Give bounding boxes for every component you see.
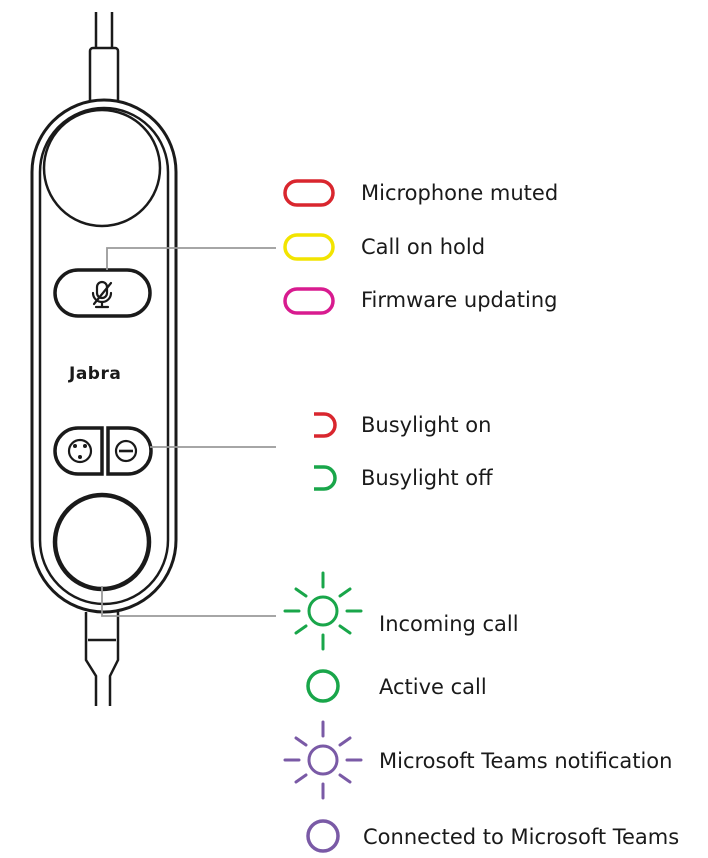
call-button[interactable]: [52, 492, 152, 592]
legend-label-connected-to-teams: Connected to Microsoft Teams: [363, 825, 680, 849]
mic-muted-icon: [91, 280, 113, 309]
volume-wheel[interactable]: [42, 108, 162, 228]
half-oval-light-icon: [314, 412, 337, 438]
flashing-ring-light-icon: [283, 571, 363, 651]
legend-label-call-on-hold: Call on hold: [361, 235, 486, 259]
legend-label-teams-notification: Microsoft Teams notification: [379, 749, 673, 773]
controller-body: [30, 98, 178, 614]
legend-label-microphone-muted: Microphone muted: [361, 181, 559, 205]
ring-light-icon: [306, 819, 340, 853]
flashing-ring-light-icon: [283, 720, 363, 800]
oval-light-icon: [283, 179, 335, 207]
mute-button[interactable]: [53, 268, 152, 318]
legend-label-busylight-off: Busylight off: [361, 466, 493, 490]
teams-icon: [67, 438, 93, 464]
oval-light-icon: [283, 233, 335, 261]
ring-light-icon: [306, 669, 340, 703]
half-oval-light-icon: [314, 465, 337, 491]
legend-label-busylight-on: Busylight on: [361, 413, 492, 437]
bottom-cable: [84, 612, 120, 706]
top-cable: [88, 12, 120, 106]
leader-lines: [101, 247, 276, 617]
do-not-disturb-icon: [114, 439, 138, 463]
busylight-button[interactable]: [106, 426, 153, 476]
oval-light-icon: [283, 287, 335, 315]
teams-button[interactable]: [53, 426, 104, 476]
legend-label-incoming-call: Incoming call: [379, 612, 519, 636]
legend-label-active-call: Active call: [379, 675, 487, 699]
brand-logo: Jabra: [69, 364, 122, 384]
legend-label-firmware-updating: Firmware updating: [361, 288, 558, 312]
